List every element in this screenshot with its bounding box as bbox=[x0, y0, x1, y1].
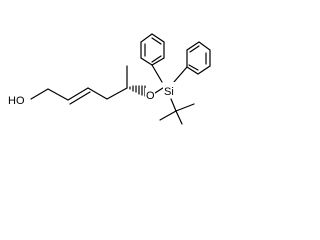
bond-c3-c4-double-a bbox=[67, 87, 89, 101]
bond-c5-c6 bbox=[106, 87, 128, 100]
hashed-wedge-bond bbox=[129, 85, 146, 97]
tert-butyl-group bbox=[159, 98, 195, 125]
bond-c3-c4-double-b bbox=[69, 91, 91, 105]
bond-c4-c5 bbox=[87, 87, 108, 100]
ether-oxygen-label: O bbox=[146, 90, 155, 102]
bond-c1-c2 bbox=[30, 88, 49, 100]
hexenol-chain bbox=[30, 65, 128, 105]
phenyl-ring-right bbox=[173, 41, 211, 83]
bond-c2-c3 bbox=[47, 88, 69, 101]
hydroxyl-label: HO bbox=[8, 95, 25, 107]
phenyl-ring-upper bbox=[140, 33, 165, 83]
structure-diagram: HO O Si bbox=[6, 33, 211, 125]
silicon-label: Si bbox=[164, 86, 174, 98]
